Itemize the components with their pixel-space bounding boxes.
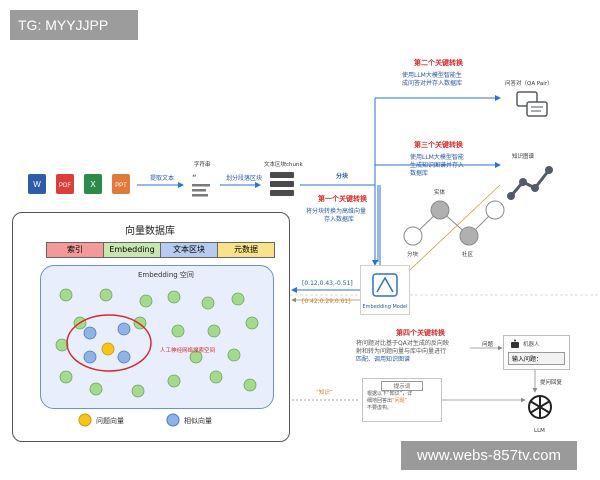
conv4-title: 第四个关键转换 bbox=[396, 329, 445, 337]
prompt-box: 提示词 根据以下“知识”，详 细地回答出“问题” 不要虚构。 bbox=[362, 378, 442, 422]
legend-similar-label: 相似向量 bbox=[184, 417, 212, 425]
word-icon: W bbox=[28, 174, 46, 194]
pipeline-arrows bbox=[137, 95, 501, 293]
svg-text:“: “ bbox=[192, 174, 197, 184]
vector-db-title: 向量数据库 bbox=[125, 226, 175, 237]
conv1-desc1: 将分块转换为高维向量 bbox=[306, 208, 367, 215]
legend-similar-dot bbox=[166, 413, 180, 427]
excel-icon: X bbox=[84, 174, 102, 194]
lower-flow-arrows bbox=[292, 345, 538, 403]
kg-node-entity bbox=[430, 200, 450, 220]
legend-query-dot bbox=[78, 413, 92, 427]
conv3-desc1: 使用LLM大模型智能 bbox=[410, 154, 464, 161]
robot-label: 机器人 bbox=[523, 342, 540, 348]
kg-node-community bbox=[459, 226, 479, 246]
robot-icon bbox=[511, 339, 519, 348]
watermark-top-left: TG: MYYJJPP bbox=[10, 10, 138, 40]
kg-node-right bbox=[485, 200, 505, 220]
conv1-title: 第一个关键转换 bbox=[318, 195, 367, 203]
conv1-desc2: 存入数据库 bbox=[324, 216, 355, 223]
qa-label: 问答对（QA Pair） bbox=[505, 81, 553, 87]
embedding-model-label: Embedding Model bbox=[362, 304, 408, 310]
label-chunk: 文本区块chunk bbox=[264, 162, 303, 168]
kg-label: 知识图谱 bbox=[512, 154, 535, 160]
conv2-desc2: 成问答对并存入数据库 bbox=[402, 80, 463, 87]
vector-readout-1: [0.12,0.43,-0.51] bbox=[302, 280, 353, 287]
embedding-dots bbox=[55, 288, 259, 398]
kg-block-label: 分块 bbox=[407, 252, 419, 258]
question-input[interactable]: 输入问题： bbox=[508, 352, 565, 365]
vector-readout-2: [0.42,0.29,0.61] bbox=[302, 298, 351, 305]
conv3-desc2: 生成知识图谱并存入 bbox=[410, 162, 465, 169]
prompt-text-2: 细地回答出 bbox=[367, 398, 393, 404]
embedding-model-box: Embedding Model bbox=[360, 265, 410, 315]
file-icons: W PDF X PPT bbox=[26, 172, 136, 196]
ppt-icon: PPT bbox=[112, 174, 130, 194]
kg-community-label: 社区 bbox=[462, 252, 474, 258]
question-tag: 问题 bbox=[482, 342, 494, 348]
conv4-desc1: 将问题对比基于QA对生成的反向映 bbox=[356, 340, 449, 347]
chunk-stack-icon bbox=[268, 170, 298, 200]
kg-graph bbox=[412, 209, 496, 237]
knowledge-label: “知识” bbox=[316, 390, 333, 396]
col-index: 索引 bbox=[47, 243, 104, 257]
kg-entity-label: 实体 bbox=[434, 190, 446, 196]
conv3-title: 第三个关键转换 bbox=[414, 141, 463, 149]
prompt-title: 提示词 bbox=[381, 381, 423, 391]
svg-text:W: W bbox=[33, 180, 41, 189]
embedding-space-label: Embedding 空间 bbox=[138, 271, 194, 279]
llm-logo bbox=[525, 392, 555, 422]
legend-query-label: 问题向量 bbox=[96, 417, 124, 425]
col-text-block: 文本区块 bbox=[161, 243, 218, 257]
watermark-bottom-right: www.webs-857tv.com bbox=[401, 441, 577, 470]
kg-node-block bbox=[403, 226, 423, 246]
conv4-desc3: 匹配、调用知识图谱 bbox=[356, 356, 411, 363]
search-annotation: 人工神经网络搜索空间 bbox=[160, 348, 216, 354]
svg-text:X: X bbox=[90, 180, 96, 189]
prompt-text-4: 不要虚构。 bbox=[367, 405, 393, 411]
knowledge-graph-icon bbox=[505, 162, 555, 202]
llm-label: LLM bbox=[534, 428, 545, 434]
embedding-space bbox=[40, 265, 274, 409]
conv2-title: 第二个关键转换 bbox=[414, 59, 463, 67]
chat-icon bbox=[515, 90, 551, 122]
conv2-desc1: 使用LLM大模型智能生 bbox=[402, 72, 462, 79]
col-embedding: Embedding bbox=[104, 243, 161, 257]
label-extract: 提取文本 bbox=[150, 175, 175, 182]
svg-text:PDF: PDF bbox=[59, 183, 71, 189]
vector-db-columns: 索引 Embedding 文本区块 元数据 bbox=[46, 242, 275, 258]
string-icon: “ bbox=[190, 172, 212, 198]
conv4-desc2: 射和转为问题向量与库中向量进行 bbox=[356, 348, 447, 355]
user-input-panel: 机器人 输入问题： bbox=[503, 335, 570, 370]
search-region bbox=[66, 314, 152, 372]
prompt-text-1: 根据以下“知识”，详 bbox=[367, 391, 413, 397]
label-block: 分块 bbox=[336, 173, 349, 180]
conv3-desc3: 数据库 bbox=[410, 170, 429, 177]
svg-text:PPT: PPT bbox=[115, 183, 127, 189]
flow-label: 提问回复 bbox=[540, 380, 563, 386]
pdf-icon: PDF bbox=[56, 174, 74, 194]
label-string: 字符串 bbox=[194, 162, 211, 168]
label-split: 划分段落区块 bbox=[226, 175, 263, 182]
col-metadata: 元数据 bbox=[218, 243, 274, 257]
prompt-text-3: “问题” bbox=[392, 398, 408, 404]
